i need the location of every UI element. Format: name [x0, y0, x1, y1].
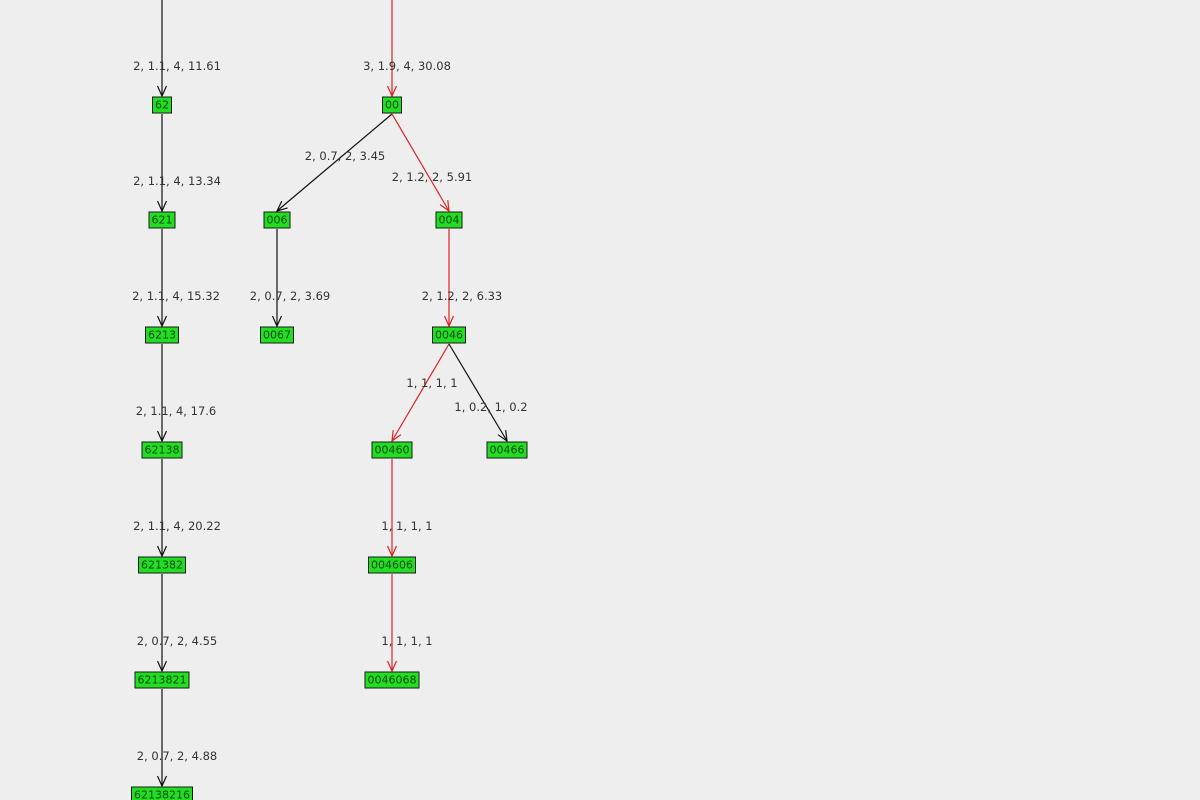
edge-label: 1, 0.2, 1, 0.2 — [454, 400, 528, 414]
edge-connector — [156, 344, 168, 443]
edge-label: 2, 1.1, 4, 15.32 — [132, 289, 220, 303]
edge-label: 1, 1, 1, 1 — [406, 376, 458, 390]
edge-connector — [271, 229, 283, 328]
edge-connector — [156, 0, 168, 98]
edge-line — [276, 113, 393, 212]
edge-label: 2, 1.2, 2, 6.33 — [421, 289, 503, 303]
edge-label: 2, 1.2, 2, 5.91 — [391, 170, 473, 184]
arrowhead-icon — [386, 660, 398, 673]
arrowhead-icon — [443, 315, 455, 328]
tree-node[interactable]: 6213821 — [134, 671, 190, 689]
tree-node[interactable]: 621 — [148, 211, 176, 229]
edge-connector — [448, 343, 508, 443]
tree-node[interactable]: 0046068 — [364, 671, 420, 689]
arrowhead-icon — [439, 200, 450, 213]
arrowhead-icon — [156, 660, 168, 673]
edge-connector — [156, 689, 168, 788]
tree-node[interactable]: 62 — [152, 96, 172, 114]
edge-connector — [156, 229, 168, 328]
arrowhead-icon — [386, 545, 398, 558]
tree-node[interactable]: 0067 — [260, 326, 294, 344]
edge-connector — [391, 113, 450, 213]
edge-label: 2, 0.7, 2, 3.45 — [304, 149, 386, 163]
tree-node[interactable]: 00 — [382, 96, 402, 114]
tree-node[interactable]: 00466 — [486, 441, 528, 459]
tree-node[interactable]: 621382 — [138, 556, 186, 574]
edge-label: 2, 0.7, 2, 4.55 — [136, 634, 218, 648]
edge-connector — [386, 0, 398, 98]
edge-label: 2, 0.7, 2, 3.69 — [249, 289, 331, 303]
edge-connector — [156, 114, 168, 213]
arrowhead-icon — [156, 85, 168, 98]
edge-label: 2, 1.1, 4, 20.22 — [133, 519, 221, 533]
tree-node[interactable]: 6213 — [145, 326, 179, 344]
tree-node[interactable]: 62138 — [141, 441, 183, 459]
edge-label: 3, 1.9, 4, 30.08 — [363, 59, 451, 73]
edge-line — [448, 343, 508, 442]
edge-connector — [275, 113, 393, 212]
arrowhead-icon — [156, 315, 168, 328]
edge-connector — [443, 229, 455, 328]
edge-connector — [156, 459, 168, 558]
edge-label: 1, 1, 1, 1 — [381, 634, 433, 648]
edge-label: 2, 1.1, 4, 11.61 — [133, 59, 221, 73]
edge-connector — [156, 574, 168, 673]
arrowhead-icon — [275, 200, 288, 212]
tree-node[interactable]: 004 — [435, 211, 463, 229]
edge-label: 2, 0.7, 2, 4.88 — [136, 749, 218, 763]
edge-label: 1, 1, 1, 1 — [381, 519, 433, 533]
arrowhead-icon — [391, 430, 402, 443]
arrowhead-icon — [156, 545, 168, 558]
tree-node[interactable]: 004606 — [368, 556, 416, 574]
arrowhead-icon — [156, 200, 168, 213]
edge-label: 2, 1.1, 4, 17.6 — [135, 404, 217, 418]
arrowhead-icon — [386, 85, 398, 98]
tree-node[interactable]: 62138216 — [131, 786, 193, 800]
arrowhead-icon — [271, 315, 283, 328]
edge-label: 2, 1.1, 4, 13.34 — [133, 174, 221, 188]
edge-connector — [386, 574, 398, 673]
edge-line — [391, 343, 450, 442]
tree-node[interactable]: 006 — [263, 211, 291, 229]
edge-connector — [386, 459, 398, 558]
arrowhead-icon — [156, 430, 168, 443]
tree-node[interactable]: 0046 — [432, 326, 466, 344]
tree-node[interactable]: 00460 — [371, 441, 413, 459]
arrowhead-icon — [156, 775, 168, 788]
edge-connector — [391, 343, 450, 443]
arrowhead-icon — [497, 430, 508, 443]
edge-line — [391, 113, 450, 212]
